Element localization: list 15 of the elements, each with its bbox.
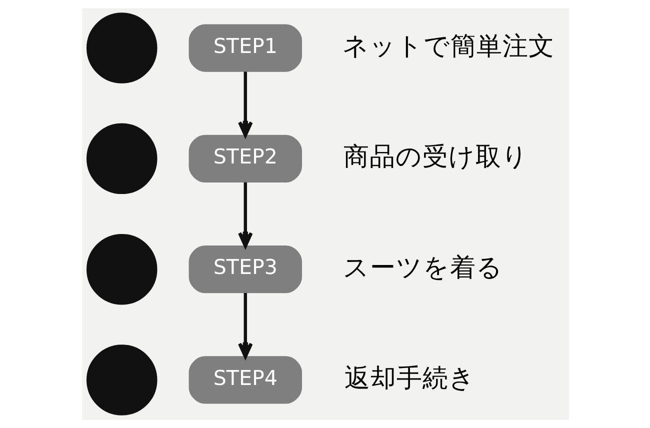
node-box: STEP1 [188,24,302,72]
node-circle [86,344,157,416]
node-circle [86,123,157,194]
arrow [238,293,252,358]
node-label: スーツを着る [342,252,502,283]
node-box: STEP4 [188,356,302,404]
node-circle [86,12,157,84]
node-label: ネットで簡単注文 [342,31,554,62]
node-box: STEP2 [188,134,302,182]
arrow [238,72,252,137]
node-circle [86,234,157,305]
arrow [238,182,252,248]
node-label: 返却手続き [344,363,476,394]
node-box: STEP3 [188,246,302,294]
node-label: 商品の受け取り [342,142,528,172]
